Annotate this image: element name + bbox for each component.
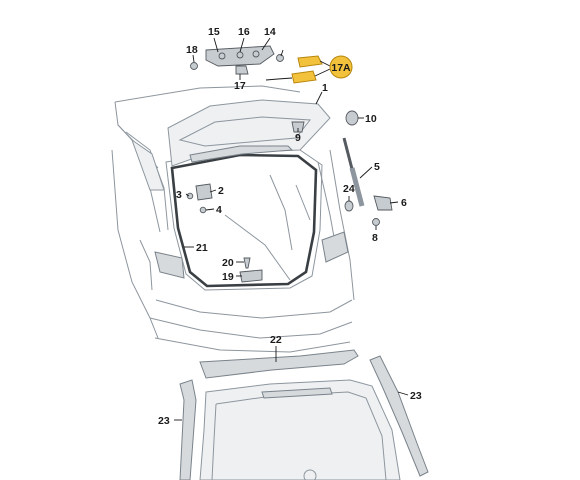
lock-2 [195, 183, 213, 201]
tail-light-left [154, 251, 185, 279]
label-8: 8 [372, 232, 378, 244]
label-17a-badge: 17A [329, 55, 353, 79]
striker-6 [373, 195, 393, 211]
gas-strut [342, 137, 365, 207]
car-body [111, 85, 355, 353]
leader-lines [174, 37, 409, 421]
label-1: 1 [322, 82, 328, 94]
label-9: 9 [295, 132, 301, 144]
label-17a: 17A [331, 62, 351, 74]
label-4: 4 [216, 204, 222, 216]
label-6: 6 [401, 197, 407, 209]
label-20: 20 [222, 257, 234, 269]
label-22: 22 [270, 334, 282, 346]
handle-19 [239, 269, 263, 283]
bolt-4 [199, 206, 207, 214]
label-3: 3 [176, 189, 182, 201]
label-24: 24 [343, 183, 355, 195]
label-17: 17 [234, 80, 246, 92]
label-16: 16 [238, 26, 250, 38]
bolt-18 [190, 62, 198, 70]
bolt-3 [186, 192, 194, 200]
label-23-left: 23 [158, 415, 170, 427]
label-19: 19 [222, 271, 234, 283]
buffer-24 [344, 200, 354, 212]
label-21: 21 [196, 242, 208, 254]
label-15: 15 [208, 26, 220, 38]
connector-17a-lower [291, 70, 317, 84]
roof-spoiler [199, 349, 359, 379]
bolt-8 [372, 218, 380, 226]
side-trim-left [179, 379, 197, 480]
label-5: 5 [374, 161, 380, 173]
screw-20 [243, 257, 251, 269]
label-2: 2 [218, 185, 224, 197]
side-trim-right [369, 355, 429, 477]
cap-10 [345, 110, 359, 126]
parts [179, 45, 429, 480]
bolt-14 [276, 54, 284, 62]
label-18: 18 [186, 44, 198, 56]
callout-labels: 15 16 14 18 17 17A 1 10 9 5 3 2 4 24 6 8… [158, 26, 422, 427]
label-10: 10 [365, 113, 377, 125]
tailgate-seal [170, 153, 318, 288]
buffer-9 [291, 121, 305, 133]
label-14: 14 [264, 26, 276, 38]
tailgate-panel [199, 379, 401, 480]
tail-light-right [321, 231, 349, 263]
label-23-right: 23 [410, 390, 422, 402]
connector-17a-upper [297, 55, 323, 68]
